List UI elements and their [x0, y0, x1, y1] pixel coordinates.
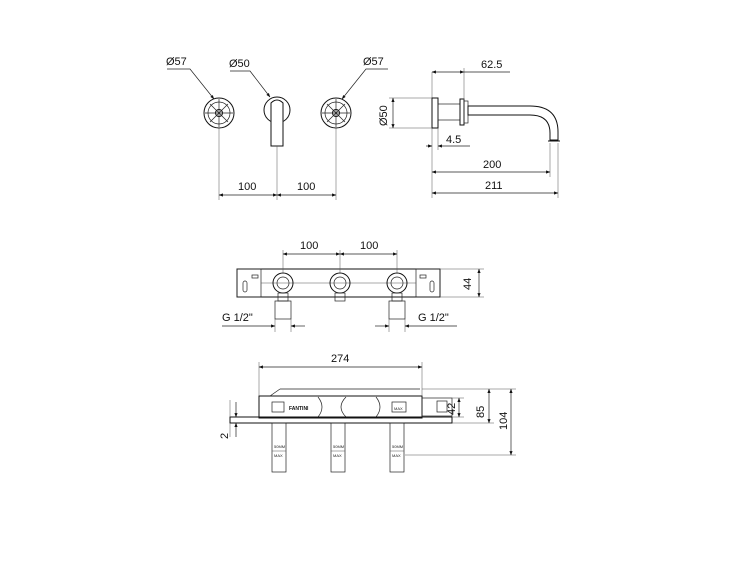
right-connection-stub	[388, 300, 406, 320]
left-pipe-label-bottom: MAX	[274, 453, 283, 458]
front-view: Ø57 Ø50 Ø57 100 100	[166, 56, 388, 200]
rough-spacing-right-label: 100	[360, 240, 378, 252]
side-rosette	[431, 97, 439, 129]
total-height-label: 104	[498, 412, 510, 430]
plate-thickness-label: 2	[219, 433, 231, 439]
rough-in-top-view: 100 100 44 G 1/2" G 1/2"	[222, 240, 484, 332]
right-pipe: 50MM MAX	[389, 422, 405, 473]
rough-spacing-left-label: 100	[300, 240, 318, 252]
rough-in-front-view: FANTINI MAX 50MM MAX 50MM MAX 50MM MAX 2…	[219, 353, 516, 473]
center-pipe: 50MM MAX	[330, 422, 346, 473]
inner-height-label: 42	[446, 403, 458, 415]
body-height-label: 85	[475, 406, 487, 418]
center-pipe-label-bottom: MAX	[333, 453, 342, 458]
brand-logo-text: FANTINI	[289, 406, 309, 412]
left-connection-stub	[274, 300, 292, 320]
spout-body	[467, 105, 559, 141]
center-pipe-label-top: 50MM	[333, 444, 344, 449]
right-connection-label: G 1/2"	[418, 312, 449, 324]
left-handle	[203, 97, 235, 129]
overall-projection-label: 211	[485, 180, 503, 192]
spacing-right-label: 100	[297, 181, 315, 193]
right-pipe-label-bottom: MAX	[392, 453, 401, 458]
spout-diameter-label: Ø50	[229, 58, 250, 70]
side-max-label: MAX	[394, 406, 403, 411]
spacing-left-label: 100	[238, 181, 256, 193]
left-pipe-label-top: 50MM	[274, 444, 285, 449]
right-handle	[320, 97, 352, 129]
left-pipe: 50MM MAX	[271, 422, 287, 473]
side-rosette-diameter-label: Ø50	[378, 105, 390, 126]
overall-width-label: 274	[331, 353, 349, 365]
spout-rosette	[263, 96, 291, 147]
diameter-leaders	[167, 68, 388, 100]
spout-projection-label: 200	[483, 159, 501, 171]
left-connection-label: G 1/2"	[222, 312, 253, 324]
side-view: Ø50 62.5 4.5 200 211	[378, 59, 560, 198]
rough-height-label: 44	[462, 278, 474, 290]
right-pipe-label-top: 50MM	[392, 444, 403, 449]
right-handle-diameter-label: Ø57	[363, 56, 384, 68]
wall-gap-label: 4.5	[446, 134, 461, 146]
left-handle-diameter-label: Ø57	[166, 56, 187, 68]
flange-depth-label: 62.5	[481, 59, 502, 71]
